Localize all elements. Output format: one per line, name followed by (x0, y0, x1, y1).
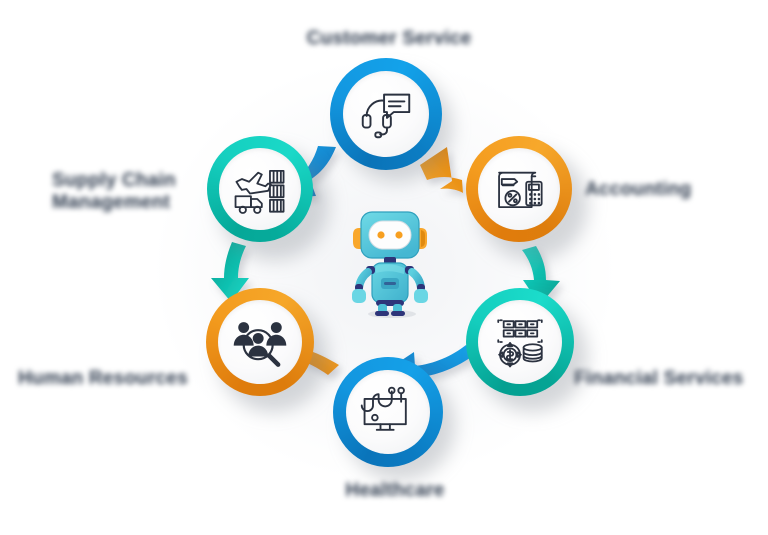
node-icon-area (343, 71, 429, 157)
node-human-resources[interactable] (206, 288, 328, 412)
label-customer-service: Customer Service (306, 28, 472, 49)
node-icon-area (346, 370, 430, 454)
robot-icon (348, 188, 432, 318)
connector-accounting-to-customer-service (420, 147, 463, 193)
connector-supply-chain-to-human-resources (211, 242, 249, 302)
invoice-calculator-icon (498, 171, 543, 209)
node-icon-area (218, 300, 302, 384)
node-financial-services[interactable] (466, 288, 588, 412)
headset-chat-icon (361, 93, 411, 139)
node-supply-chain[interactable] (207, 136, 329, 260)
monitor-stethoscope-icon (360, 386, 407, 431)
node-accounting[interactable] (466, 136, 588, 260)
label-healthcare: Healthcare (345, 480, 445, 501)
node-icon-area (478, 148, 560, 230)
node-healthcare[interactable] (333, 357, 455, 481)
node-icon-area (219, 148, 301, 230)
node-icon-area (478, 300, 562, 384)
plane-truck-container-icon (234, 169, 285, 214)
node-customer-service[interactable] (330, 58, 452, 182)
people-search-icon (233, 322, 287, 367)
money-gear-coins-icon (497, 319, 543, 368)
